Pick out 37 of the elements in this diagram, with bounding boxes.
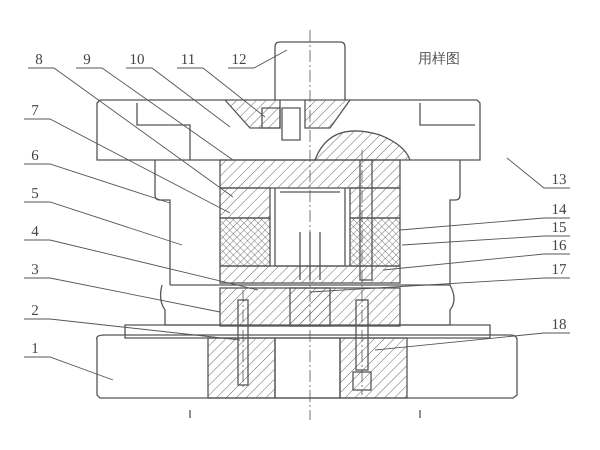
callout-number: 10 [126, 52, 148, 68]
callout-number: 1 [24, 341, 46, 357]
callout-number: 11 [177, 52, 199, 68]
leader-line [76, 68, 234, 160]
callout-number: 7 [24, 103, 46, 119]
callout-number: 18 [548, 317, 570, 333]
leader-line [176, 68, 266, 118]
leader-line [506, 158, 570, 188]
callout-number: 9 [76, 52, 98, 68]
figure-title: 用样图 [418, 50, 460, 68]
leader-line [126, 68, 230, 128]
leader-line [382, 254, 570, 270]
leader-line [24, 202, 182, 246]
callout-number: 2 [24, 303, 46, 319]
callout-number: 15 [548, 220, 570, 236]
leader-line [228, 50, 288, 68]
leader-line [402, 236, 570, 246]
callout-number: 3 [24, 262, 46, 278]
callout-number: 14 [548, 202, 570, 218]
callout-number: 13 [548, 172, 570, 188]
leader-line [374, 332, 570, 350]
leader-line [28, 68, 234, 198]
leader-line [24, 278, 220, 312]
callout-number: 5 [24, 186, 46, 202]
leader-line [400, 218, 570, 230]
callout-number: 6 [24, 148, 46, 164]
callout-number: 12 [228, 52, 250, 68]
callout-number: 4 [24, 224, 46, 240]
leader-line [24, 164, 170, 204]
callout-number: 16 [548, 238, 570, 254]
leader-line [310, 278, 570, 292]
leader-line [24, 118, 230, 214]
leader-line [24, 240, 258, 290]
leader-line [24, 318, 240, 340]
callout-number: 8 [28, 52, 50, 68]
callout-number: 17 [548, 262, 570, 278]
leader-line [24, 356, 114, 380]
